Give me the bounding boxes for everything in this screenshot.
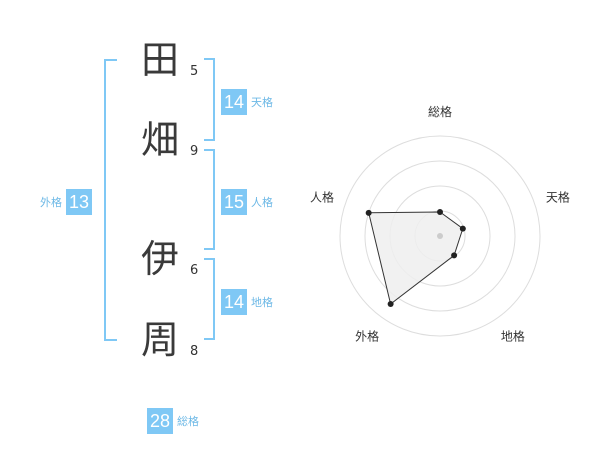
name-char-4: 周 (140, 318, 179, 362)
radar-point-4 (365, 209, 372, 216)
tenkaku-badge: 14 天格 (221, 89, 273, 115)
tenkaku-bracket (204, 58, 215, 141)
stroke-count-4: 8 (190, 344, 199, 359)
name-char-2: 畑 (140, 118, 179, 162)
tenkaku-value: 14 (221, 89, 247, 115)
stroke-count-3: 6 (190, 263, 199, 278)
radar-axis-label-2: 地格 (501, 328, 525, 343)
soukaku-value: 28 (147, 408, 173, 434)
radar-ring-3 (364, 160, 516, 312)
radar-axis-label-3: 外格 (355, 328, 379, 343)
chikaku-bracket (204, 258, 215, 340)
radar-point-1 (459, 225, 466, 232)
tenkaku-label: 天格 (251, 96, 273, 109)
gaikaku-bracket (104, 59, 117, 341)
name-char-3: 伊 (140, 237, 179, 281)
radar-axis-label-4: 人格 (310, 190, 334, 205)
soukaku-badge: 28 総格 (147, 408, 199, 434)
name-char-1: 田 (140, 38, 179, 82)
gaikaku-label: 外格 (40, 196, 62, 209)
stroke-count-1: 5 (190, 64, 199, 79)
radar-axis-label-1: 天格 (546, 190, 570, 205)
jinkaku-bracket (204, 149, 215, 250)
chikaku-badge: 14 地格 (221, 289, 273, 315)
radar-point-3 (387, 300, 394, 307)
soukaku-label: 総格 (177, 415, 199, 428)
stroke-count-2: 9 (190, 144, 199, 159)
gaikaku-badge: 外格 13 (40, 189, 92, 215)
radar-center (437, 233, 443, 239)
chikaku-value: 14 (221, 289, 247, 315)
radar-point-2 (451, 252, 458, 259)
jinkaku-value: 15 (221, 189, 247, 215)
chikaku-label: 地格 (251, 296, 273, 309)
gaikaku-value: 13 (66, 189, 92, 215)
jinkaku-label: 人格 (251, 196, 273, 209)
jinkaku-badge: 15 人格 (221, 189, 273, 215)
radar-point-0 (437, 209, 443, 215)
radar-ring-4 (339, 135, 541, 337)
radar-axis-label-0: 総格 (428, 104, 452, 119)
radar-polygon (368, 211, 464, 305)
